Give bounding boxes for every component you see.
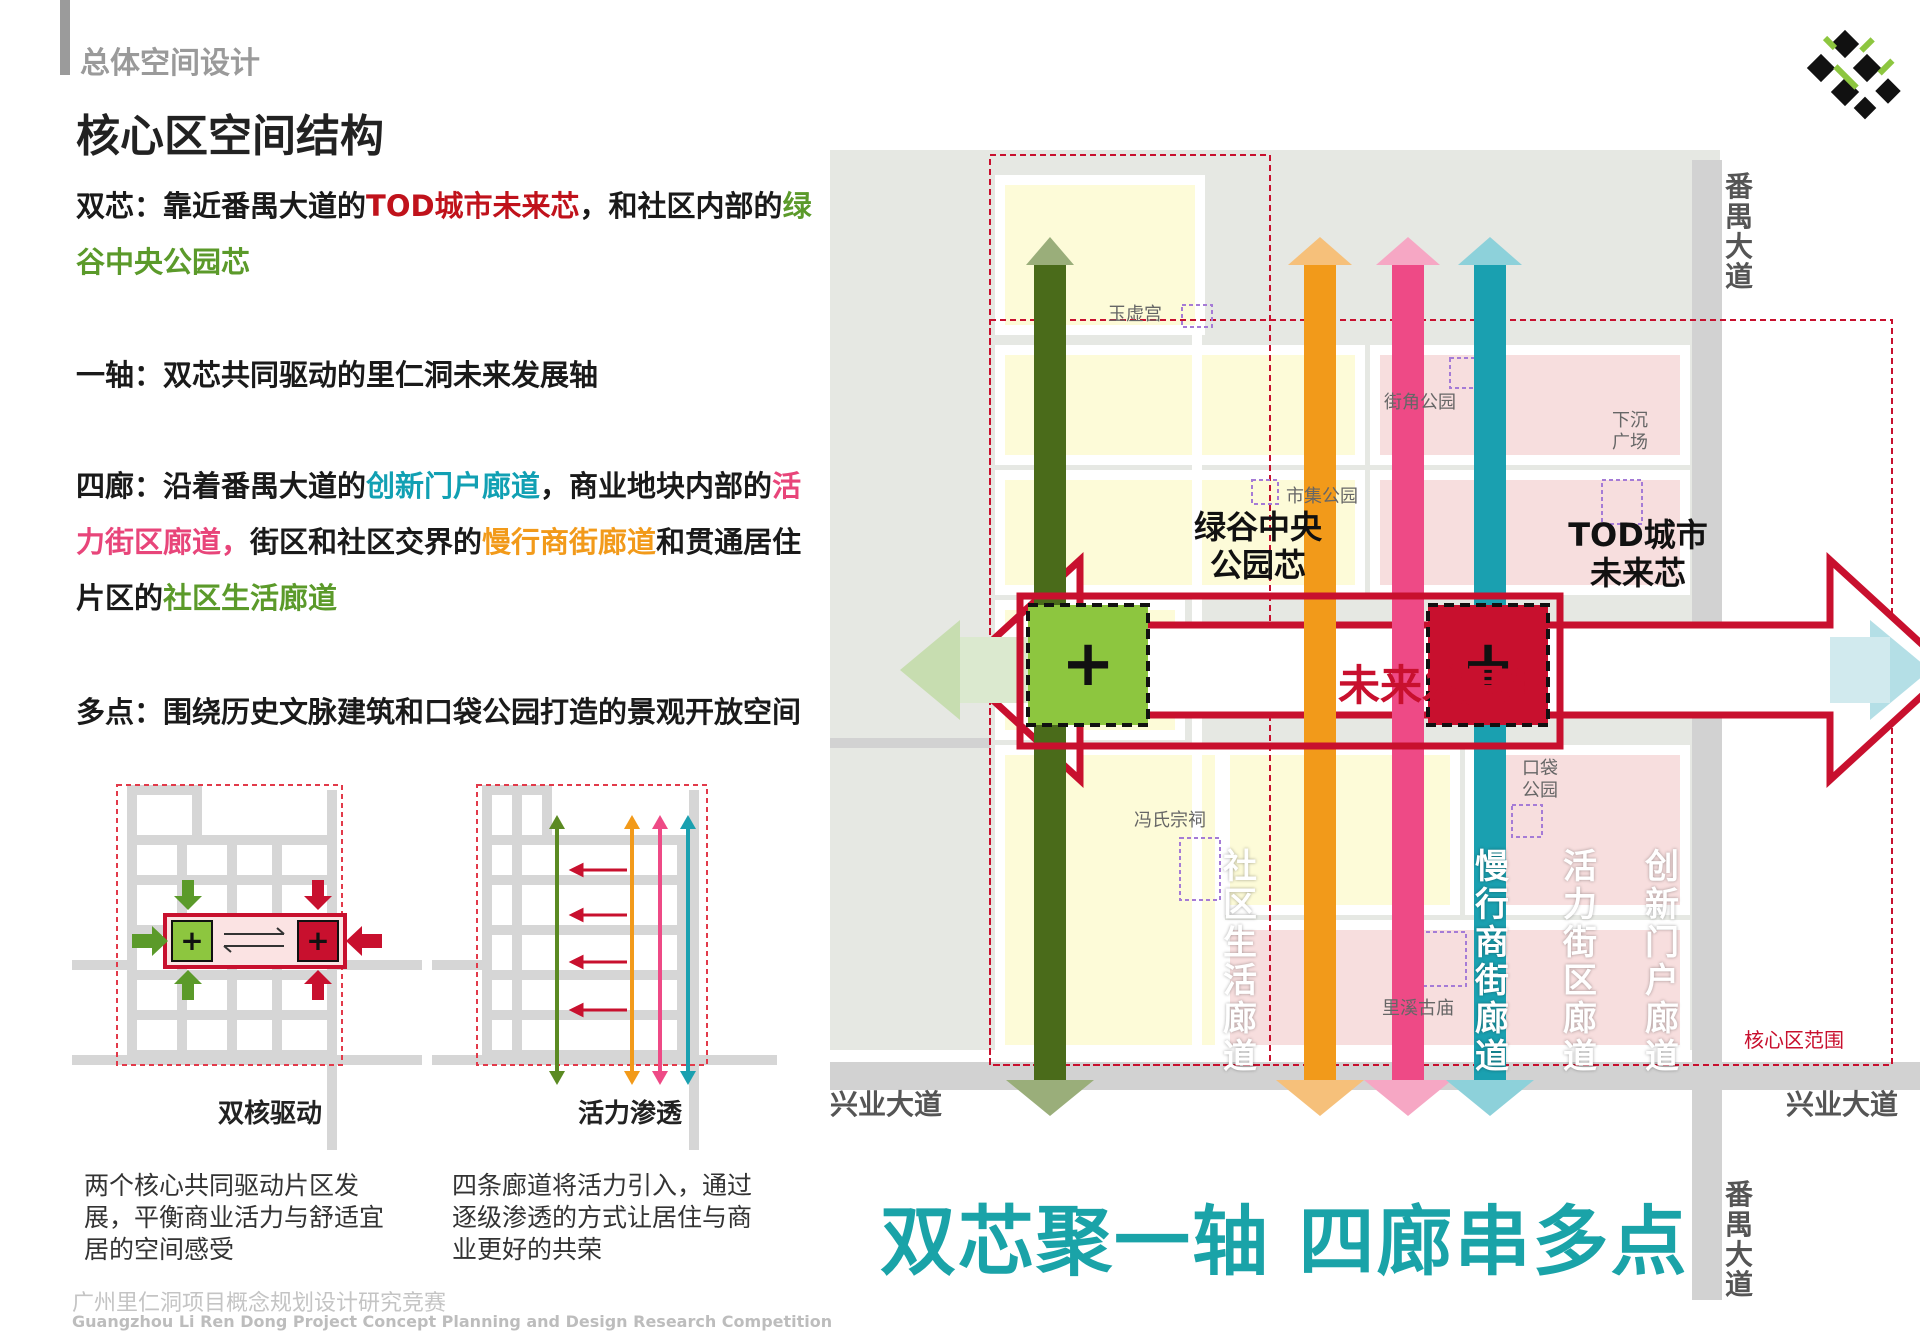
axis-frame [1016,592,1564,750]
para-text: ，商业地块内部的 [540,469,773,503]
para-text: 街区和社区交界的 [250,525,483,559]
corridor-label-vitality: 活力街区廊道 [1563,847,1597,1077]
poi-pocket-park: 口袋公园 [1522,758,1558,801]
core-range-label: 核心区范围 [1744,1028,1844,1052]
footer-project-name-en: Guangzhou Li Ren Dong Project Concept Pl… [72,1312,833,1331]
tod-core-label: TOD城市 未来芯 [1568,516,1708,592]
para-label: 多点： [76,695,164,729]
road-label-panyu-top: 番禺大道 [1724,170,1753,293]
slogan: 双芯聚一轴 四廊串多点 [880,1197,1689,1286]
poi-sunken-plaza: 下沉广场 [1612,410,1648,453]
tod-core [1426,603,1550,727]
poi-market-park: 市集公园 [1286,486,1358,507]
dual-core-caption: 双核驱动 [218,1099,323,1129]
highlight-community-corridor: 社区生活廊道 [163,581,338,615]
vitality-description: 四条廊道将活力引入，通过逐级渗透的方式让居住与商业更好的共荣 [452,1171,753,1264]
paragraph-four-corridors: 四廊：沿着番禺大道的创新门户廊道，商业地块内部的活力街区廊道，街区和社区交界的慢… [76,458,816,626]
section-bar [60,0,70,75]
red-core-box [297,920,339,962]
footer-project-name: 广州里仁洞项目概念规划设计研究竞赛 [72,1291,447,1316]
paragraph-dual-cores: 双芯：靠近番禺大道的TOD城市未来芯，和社区内部的绿谷中央公园芯 [76,178,816,290]
svg-text:+: + [1461,627,1515,701]
road-label-xingye-right: 兴业大道 [1786,1088,1899,1121]
para-label: 四廊： [76,469,164,503]
poi-lixi-temple: 里溪古庙 [1382,998,1454,1019]
paragraph-multi-points: 多点：围绕历史文脉建筑和口袋公园打造的景观开放空间 [76,684,816,740]
road-label-panyu-bottom: 番禺大道 [1724,1178,1753,1301]
svg-text:+: + [180,924,203,957]
dual-core-description: 两个核心共同驱动片区发展，平衡商业活力与舒适宜居的空间感受 [84,1171,385,1264]
road-label-xingye-left: 兴业大道 [830,1088,943,1121]
para-punct: ， [221,525,251,559]
highlight-tod-core: TOD城市未来芯 [366,189,580,223]
para-text: 靠近番禺大道的 [163,189,367,223]
corridor-vitality [1364,237,1452,1116]
poi-yuxu-palace: 玉虚宫 [1108,304,1162,325]
paragraph-one-axis: 一轴：双芯共同驱动的里仁洞未来发展轴 [76,347,816,403]
para-text: 和贯通居住片区的 [76,525,802,615]
green-core [1026,603,1150,727]
poi-corner-park: 街角公园 [1384,392,1456,413]
corridor-label-innovation: 创新门户廊道 [1645,847,1679,1077]
green-core-label: 绿谷中央 公园芯 [1193,508,1322,584]
section-title: 总体空间设计 [80,46,260,81]
highlight-slow-corridor: 慢行商街廊道 [482,525,657,559]
para-text: 双芯共同驱动的里仁洞未来发展轴 [163,358,599,392]
para-text: 围绕历史文脉建筑和口袋公园打造的景观开放空间 [163,695,802,729]
vitality-penetration-diagram [432,784,777,1150]
core-area-map: + + [830,150,1920,1300]
vitality-caption: 活力渗透 [578,1099,683,1129]
dual-core-diagram: + + [72,784,422,1150]
corridor-label-community: 社区生活廊道 [1223,847,1257,1077]
green-core-box [171,920,213,962]
page-title: 核心区空间结构 [76,111,384,162]
para-text: 沿着番禺大道的 [163,469,367,503]
svg-text:+: + [1061,627,1115,701]
para-text: ，和社区内部的 [579,189,783,223]
highlight-green-core: 绿谷中央公园芯 [76,189,812,279]
axis-label: 未来发展轴 [1338,661,1549,710]
para-label: 双芯： [76,189,164,223]
highlight-innovation-corridor: 创新门户廊道 [366,469,541,503]
corridor-slow-street [1276,237,1364,1116]
para-label: 一轴： [76,358,164,392]
logo-icon [1806,29,1901,120]
poi-feng-ancestral-hall: 冯氏宗祠 [1134,810,1206,831]
highlight-vitality-corridor: 活力街区廊道 [76,469,802,559]
corridor-label-slow-street: 慢行商街廊道 [1475,847,1509,1077]
svg-text:+: + [306,924,329,957]
